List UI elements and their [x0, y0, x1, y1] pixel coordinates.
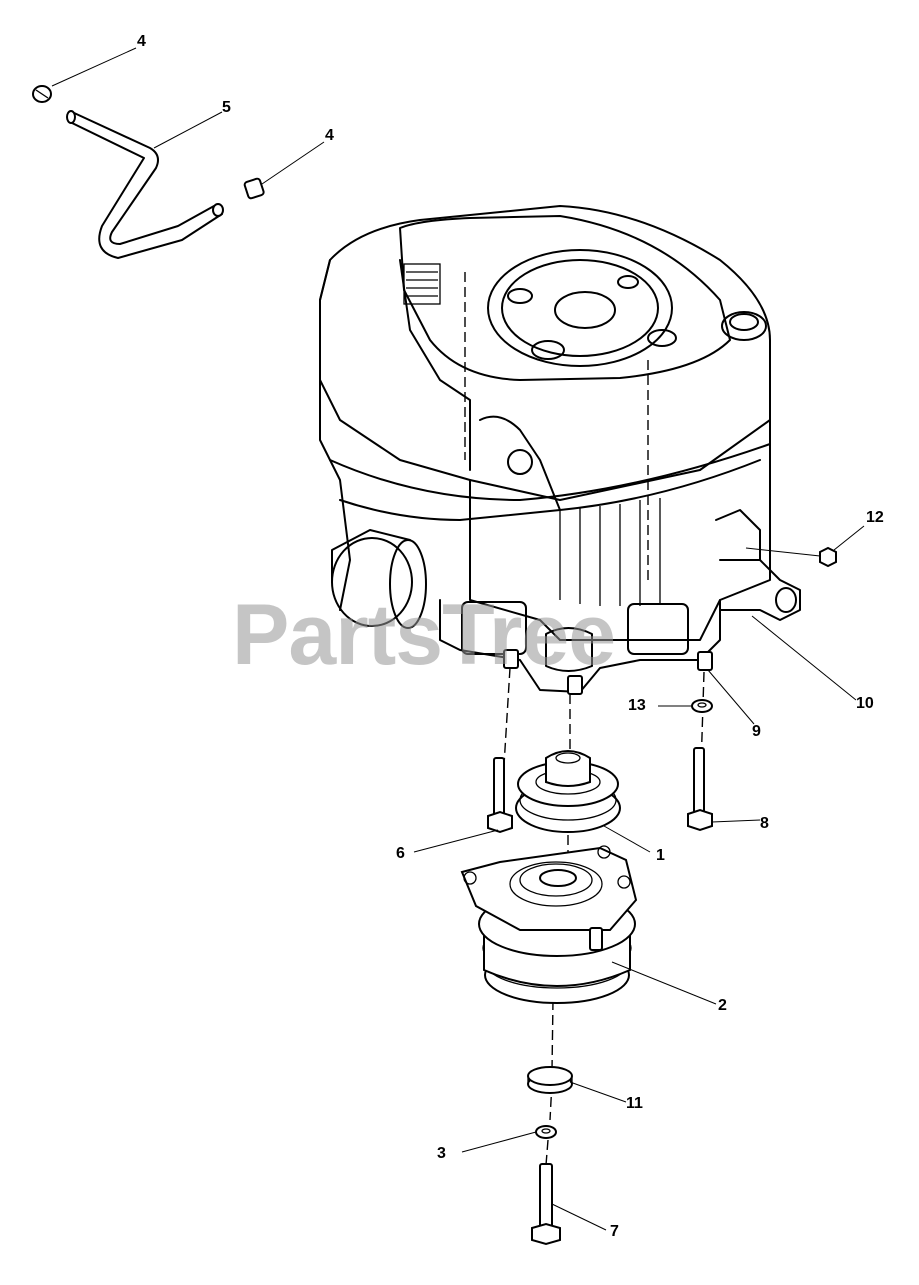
nut-part-12[interactable] [819, 546, 837, 568]
electric-clutch-part-2[interactable] [460, 845, 638, 1004]
callout-2: 2 [718, 997, 727, 1014]
callout-9: 9 [752, 723, 761, 740]
lock-washer-part-13[interactable] [691, 699, 713, 713]
bolt-part-6[interactable] [487, 757, 513, 834]
callout-7: 7 [610, 1223, 619, 1240]
callout-6: 6 [396, 845, 405, 862]
bolt-part-7[interactable] [531, 1163, 561, 1246]
callout-12: 12 [866, 509, 884, 526]
callout-5: 5 [222, 99, 231, 116]
callout-3: 3 [437, 1145, 446, 1162]
hose-clamp-part-4a[interactable] [32, 85, 52, 103]
callout-10: 10 [856, 695, 874, 712]
lock-washer-part-3[interactable] [535, 1125, 557, 1139]
callout-13: 13 [628, 697, 646, 714]
watermark: PartsTree [232, 587, 616, 683]
fuel-hose-part-5[interactable] [66, 110, 224, 259]
pulley-part-1[interactable] [515, 750, 621, 833]
hose-clamp-part-4b[interactable] [243, 177, 265, 200]
callout-4a: 4 [137, 33, 146, 50]
engine-assembly[interactable] [319, 205, 801, 695]
leader-lines [51, 47, 865, 1231]
callout-1: 1 [656, 847, 665, 864]
callout-11: 11 [626, 1095, 643, 1112]
bolt-part-8[interactable] [687, 747, 713, 832]
spacer-part-11[interactable] [527, 1066, 573, 1094]
callout-8: 8 [760, 815, 769, 832]
callout-4b: 4 [325, 127, 334, 144]
